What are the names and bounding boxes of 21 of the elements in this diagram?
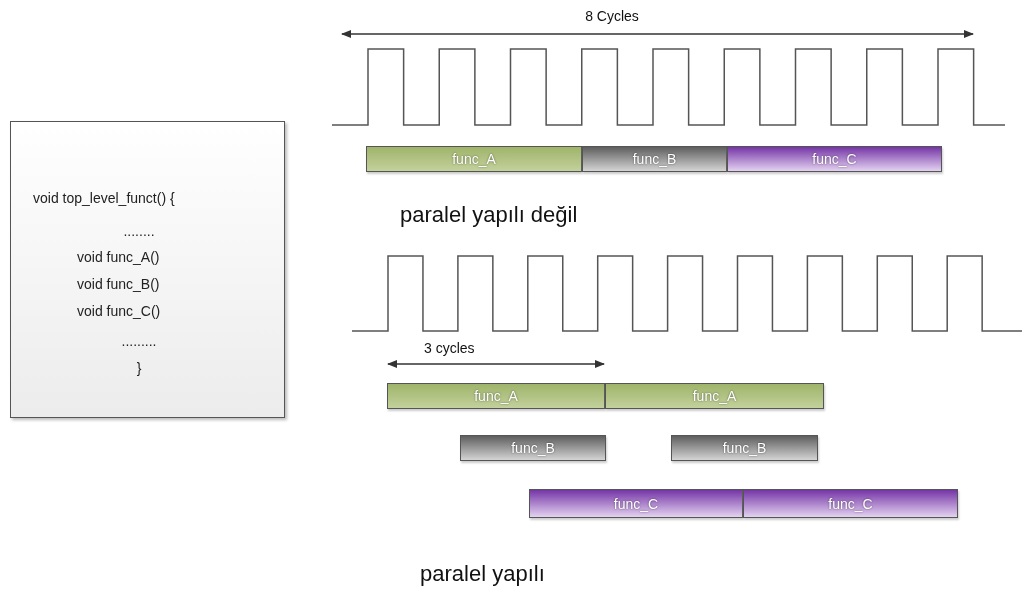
function-bar: func_A xyxy=(366,146,582,172)
caption: paralel yapılı değil xyxy=(400,202,578,228)
code-line: void func_B() xyxy=(77,276,160,292)
cycle-count-label: 3 cycles xyxy=(424,340,475,356)
code-line: } xyxy=(136,360,142,376)
function-bar: func_B xyxy=(671,435,818,461)
code-line: void top_level_funct() { xyxy=(33,190,175,206)
caption: paralel yapılı xyxy=(420,561,545,587)
code-line: void func_C() xyxy=(77,303,161,319)
cycle-count-label: 8 Cycles xyxy=(585,8,639,24)
code-line: ........ xyxy=(123,223,155,239)
function-bar: func_C xyxy=(743,489,958,518)
code-box xyxy=(10,121,285,418)
function-bar: func_A xyxy=(605,383,824,409)
function-bar: func_B xyxy=(582,146,727,172)
function-bar: func_C xyxy=(529,489,743,518)
function-bar: func_A xyxy=(387,383,605,409)
function-bar: func_B xyxy=(460,435,606,461)
function-bar: func_C xyxy=(727,146,942,172)
code-line: ......... xyxy=(121,333,157,349)
code-line: void func_A() xyxy=(77,249,160,265)
